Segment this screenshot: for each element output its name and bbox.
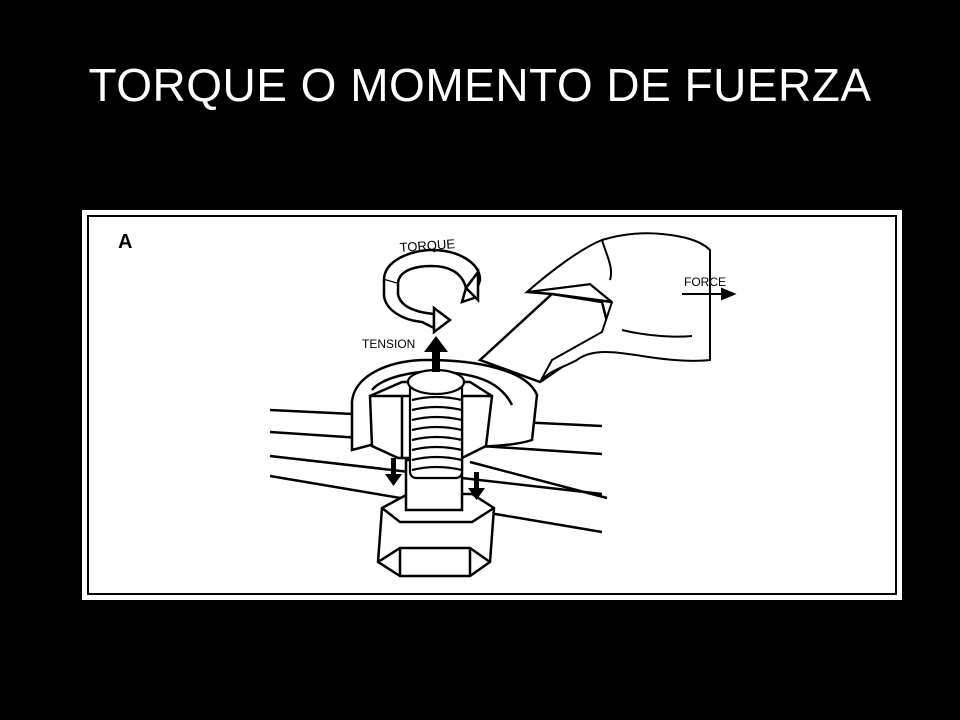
force-arrow-icon	[682, 287, 737, 301]
hand-icon	[523, 232, 711, 383]
torque-illustration: A	[82, 210, 902, 600]
force-label: FORCE	[684, 275, 726, 289]
panel-label: A	[118, 231, 132, 253]
torque-rotation-icon	[382, 248, 482, 335]
tension-arrow-icon	[424, 336, 448, 372]
compression-arrows-icon	[385, 458, 485, 500]
wrench-bolt-drawing: A	[87, 215, 897, 595]
threaded-bolt-icon	[406, 368, 466, 480]
slide-title: TORQUE O MOMENTO DE FUERZA	[88, 59, 872, 111]
torque-label: TORQUE	[399, 236, 456, 255]
tension-label: TENSION	[362, 337, 415, 351]
